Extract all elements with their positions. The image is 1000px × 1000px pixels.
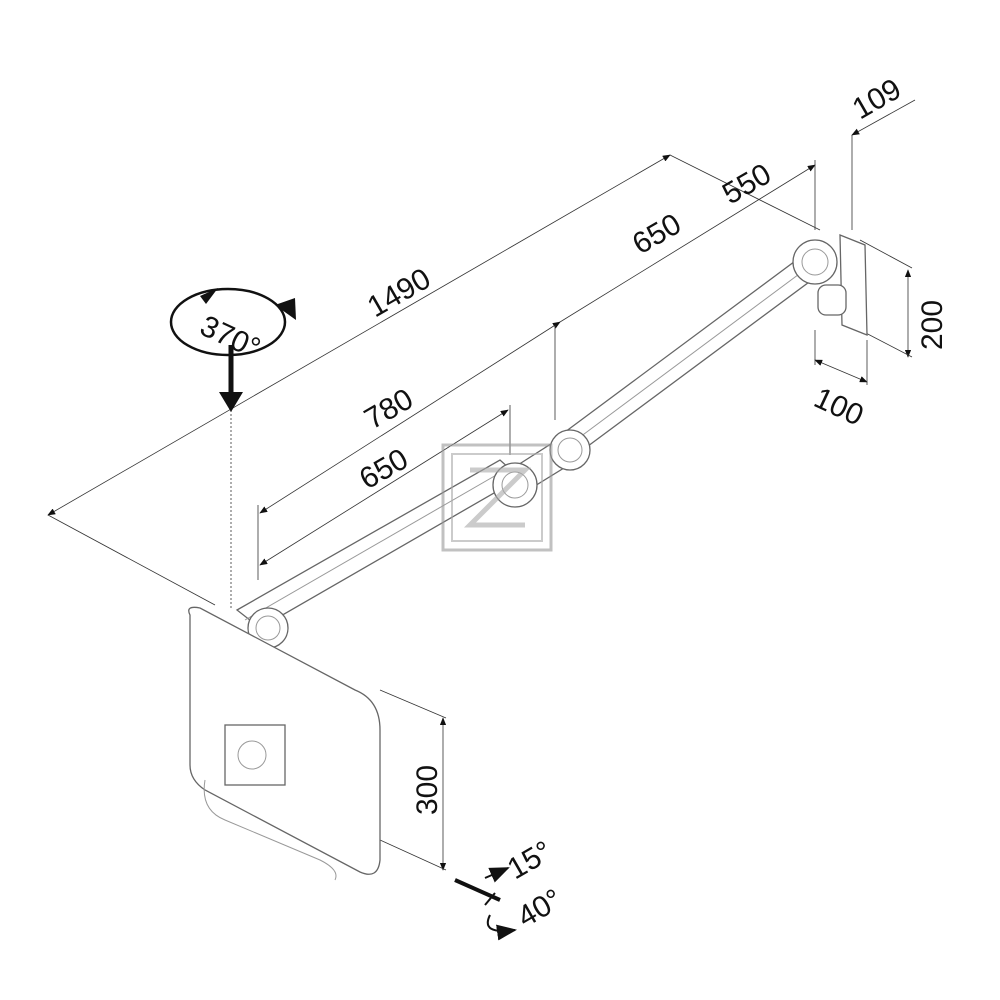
label-monitor-drop: 300 xyxy=(411,765,444,815)
monitor-arm xyxy=(188,234,868,881)
label-total-reach: 1490 xyxy=(362,262,436,324)
dimension-lines xyxy=(47,99,916,871)
tilt-swivel-symbol xyxy=(454,867,517,941)
label-upper-arm: 650 xyxy=(627,207,687,261)
label-tilt: 15° xyxy=(502,835,558,886)
label-wall-plate-depth: 100 xyxy=(809,381,868,432)
label-wall-offset: 109 xyxy=(847,72,907,126)
logo-watermark xyxy=(441,443,553,552)
label-lower-arm: 650 xyxy=(354,442,414,496)
label-wall-plate-height: 200 xyxy=(916,300,949,350)
rotation-370-symbol: 370° xyxy=(169,287,296,412)
label-mid-reach: 780 xyxy=(359,382,419,436)
label-swivel: 40° xyxy=(512,883,568,934)
label-upper-arm-overlap: 550 xyxy=(717,157,777,211)
